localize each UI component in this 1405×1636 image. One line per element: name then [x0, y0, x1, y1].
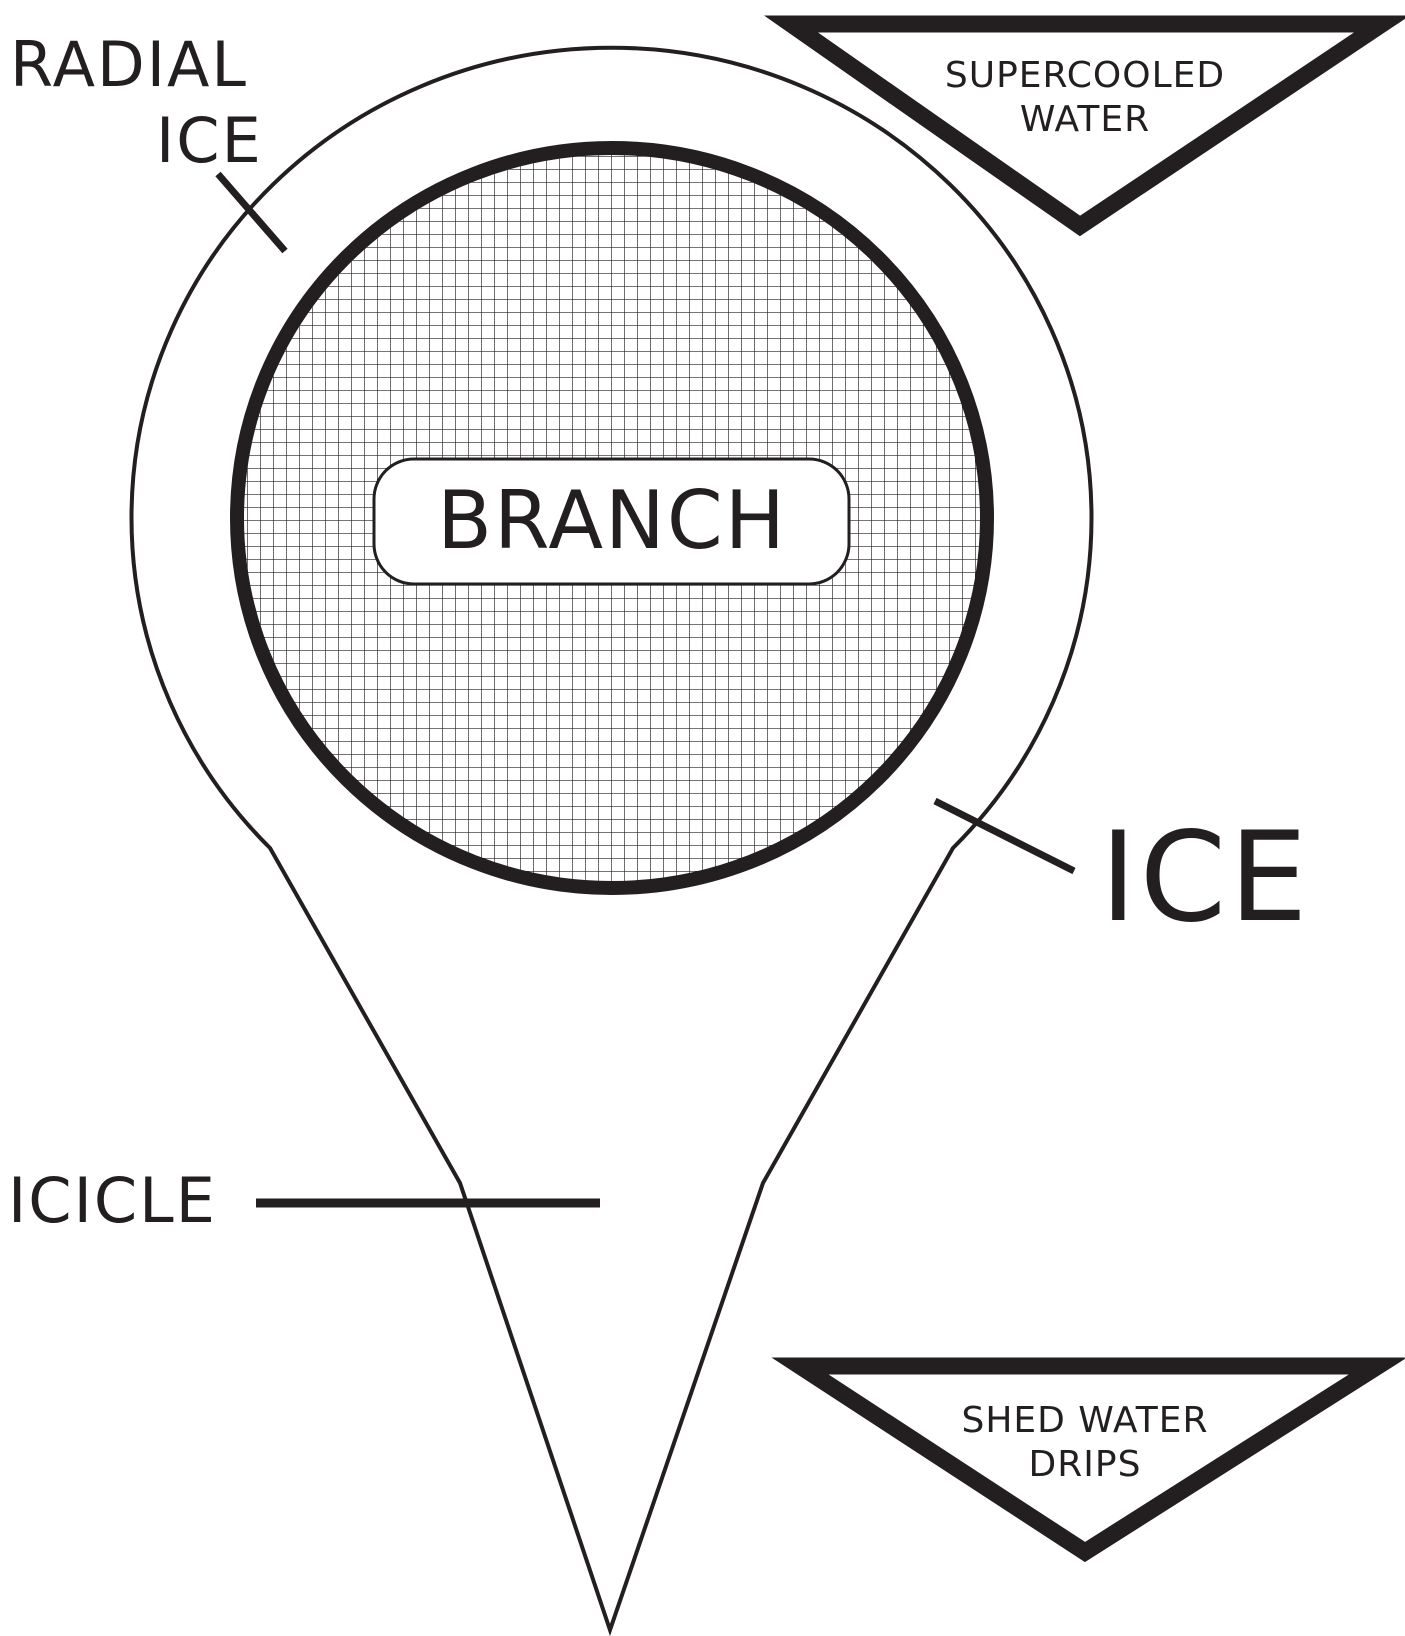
supercooled-label-line2: WATER [1020, 99, 1150, 140]
radial-ice-label-line2: ICE [156, 104, 263, 177]
branch-label-box: BRANCH [374, 459, 849, 584]
supercooled-label-line1: SUPERCOOLED [945, 55, 1225, 96]
shed-water-drips-triangle: SHED WATER DRIPS [800, 1366, 1378, 1552]
icicle-label: ICICLE [8, 1164, 217, 1237]
shed-water-label-line2: DRIPS [1029, 1444, 1142, 1485]
branch-label: BRANCH [437, 474, 787, 567]
shed-water-label-line1: SHED WATER [961, 1400, 1208, 1441]
ice-annotation: ICE [935, 801, 1311, 950]
radial-ice-label-line1: RADIAL [10, 28, 248, 101]
ice-label: ICE [1100, 806, 1311, 950]
